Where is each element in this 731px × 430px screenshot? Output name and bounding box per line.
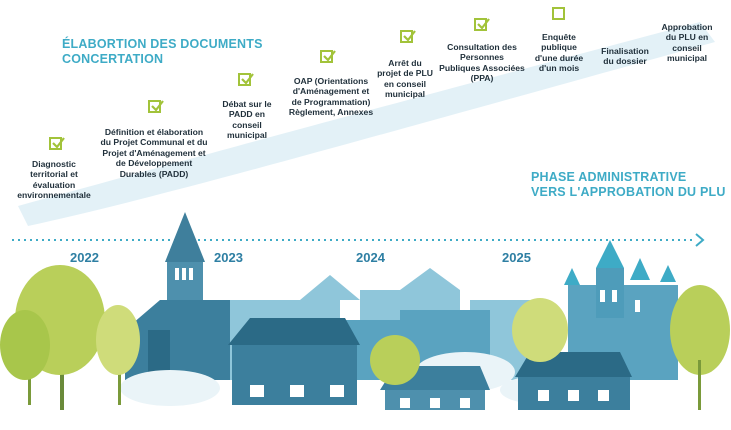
step-line: conseil [672,42,702,53]
step-line: Projet d'Aménagement et [102,147,206,158]
step-line: d'un mois [538,63,580,74]
timeline-band [18,22,715,226]
phase-concertation-line2: CONCERTATION [62,52,164,66]
arrow-head-icon [695,233,705,247]
checked-box-icon [474,18,490,31]
house-3 [515,352,632,417]
step-line: PADD en [228,109,266,120]
step-line: du dossier [603,56,647,67]
step-line: territorial et [30,169,78,180]
step-line: projet de PLU [377,68,433,79]
church-left [125,212,230,382]
step-line: Règlement, Annexes [288,107,374,118]
step-line: Publiques Associées [439,62,525,73]
step-line: Durables (PADD) [119,168,189,179]
step-line: d'Aménagement et [292,86,370,97]
step-line: du PLU en [665,32,709,43]
checkmark-icon [323,50,336,62]
checked-box-icon [400,30,416,43]
step-line: Diagnostic [32,159,76,169]
step-line: d'une durée [534,52,584,63]
checked-box-icon [148,100,164,113]
step-line: en conseil [383,78,427,89]
step-line: Définition et élaboration [104,127,204,137]
step-line: Consultation des [447,42,517,52]
step-line: municipal [226,130,268,141]
checkmark-icon [477,18,490,30]
checked-box-icon [238,73,254,86]
phase-admin-line2: VERS L'APPROBATION DU PLU [531,185,726,199]
step-line: (PPA) [470,73,494,84]
year-2022: 2022 [70,250,99,265]
step-line: Enquête [542,32,576,42]
step-line: évaluation [32,179,76,190]
checkmark-icon [241,73,254,85]
checkmark-icon [403,30,416,42]
house-1 [228,318,360,405]
phase-administrative-title: PHASE ADMINISTRATIVE VERS L'APPROBATION … [531,170,726,200]
checked-box-icon [320,50,336,63]
year-2025: 2025 [502,250,531,265]
step-line: Approbation [661,22,713,32]
trees [0,265,730,410]
step-line: Finalisation [601,46,649,56]
phase-concertation-line1: ÉLABORTION DES DOCUMENTS [62,37,263,51]
checkmark-icon [151,100,164,112]
step-line: municipal [666,53,708,64]
step-line: Débat sur le [222,99,272,109]
step-line: de Programmation) [291,96,371,107]
phase-admin-line1: PHASE ADMINISTRATIVE [531,170,687,184]
checkmark-icon [52,137,65,149]
step-line: du Projet Communal et du [100,137,208,148]
step-line: OAP (Orientations [293,76,369,86]
step-line: municipal [384,89,426,100]
step-line: environnementale [17,190,91,201]
step-line: conseil [232,119,262,130]
year-2024: 2024 [356,250,385,265]
step-line: de Développement [115,158,193,169]
step-line: Arrêt du [388,58,422,68]
phase-concertation-title: ÉLABORTION DES DOCUMENTS CONCERTATION [62,37,263,67]
step-line: publique [541,42,577,53]
empty-checkbox-icon [552,7,565,20]
checked-box-icon [49,137,65,150]
step-line: Personnes [460,52,504,63]
year-2023: 2023 [214,250,243,265]
